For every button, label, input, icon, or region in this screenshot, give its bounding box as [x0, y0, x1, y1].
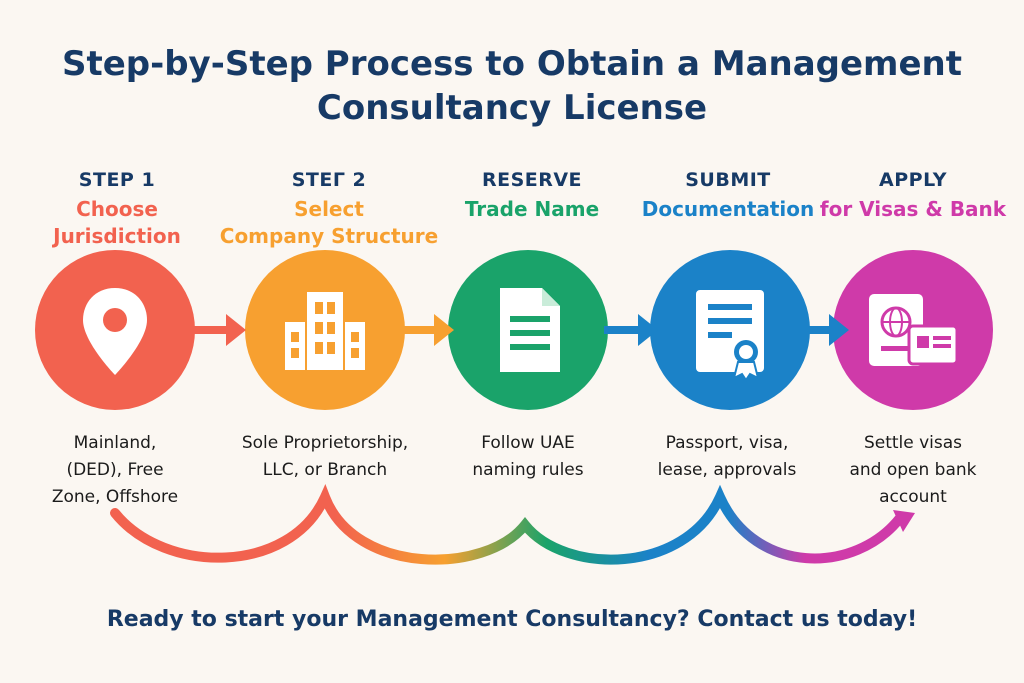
step-4-name: Documentation [641, 197, 815, 221]
step-2-name: Select Company Structure [219, 197, 439, 248]
arrow-right-icon [604, 314, 658, 346]
step-4-description: Passport, visa, lease, approvals [657, 433, 797, 480]
step-1-name: Choose Jurisdiction [53, 197, 181, 248]
step-4-circle [650, 250, 810, 410]
step-2-description: Sole Proprietorship, LLC, or Branch [241, 433, 409, 480]
step-3-circle [448, 250, 608, 410]
step-2-kicker: STEГ 2 [291, 169, 367, 191]
step-5-header: APPLY for Visas & Bank [788, 168, 1024, 223]
step-5-circle [833, 250, 993, 410]
step-3-name: Trade Name [464, 197, 600, 221]
buildings-icon [285, 292, 365, 370]
step-2-circle [245, 250, 405, 410]
step-1-description: Mainland, (DED), Free Zone, Offshore [51, 433, 179, 507]
step-5-description: Settle visas and open bank account [849, 433, 977, 507]
step-3-description: Follow UAE naming rules [472, 433, 584, 480]
process-swoosh-decoration [110, 484, 915, 565]
certificate-icon [696, 290, 764, 382]
arrow-right-icon [795, 314, 849, 346]
step-5-kicker: APPLY [879, 169, 947, 191]
passport-icon [869, 294, 959, 366]
step-4-header: SUBMIT Documentation [603, 168, 853, 223]
step-1-header: STEP 1 Choose Jurisdiction [0, 168, 242, 250]
step-1-circle [35, 250, 195, 410]
location-pin-icon [83, 288, 147, 375]
page-title: Step-by-Step Process to Obtain a Managem… [61, 44, 963, 128]
step-2-header: STEГ 2 Select Company Structure [204, 168, 454, 250]
document-icon [500, 288, 560, 372]
step-5-name: for Visas & Bank [819, 197, 1007, 221]
step-4-kicker: SUBMIT [685, 169, 771, 191]
step-1-kicker: STEP 1 [78, 169, 156, 191]
arrow-right-icon [192, 314, 246, 346]
step-3-kicker: RESERVE [481, 169, 583, 191]
call-to-action: Ready to start your Management Consultan… [106, 607, 918, 632]
arrow-right-icon [400, 314, 454, 346]
step-3-header: RESERVE Trade Name [407, 168, 657, 223]
